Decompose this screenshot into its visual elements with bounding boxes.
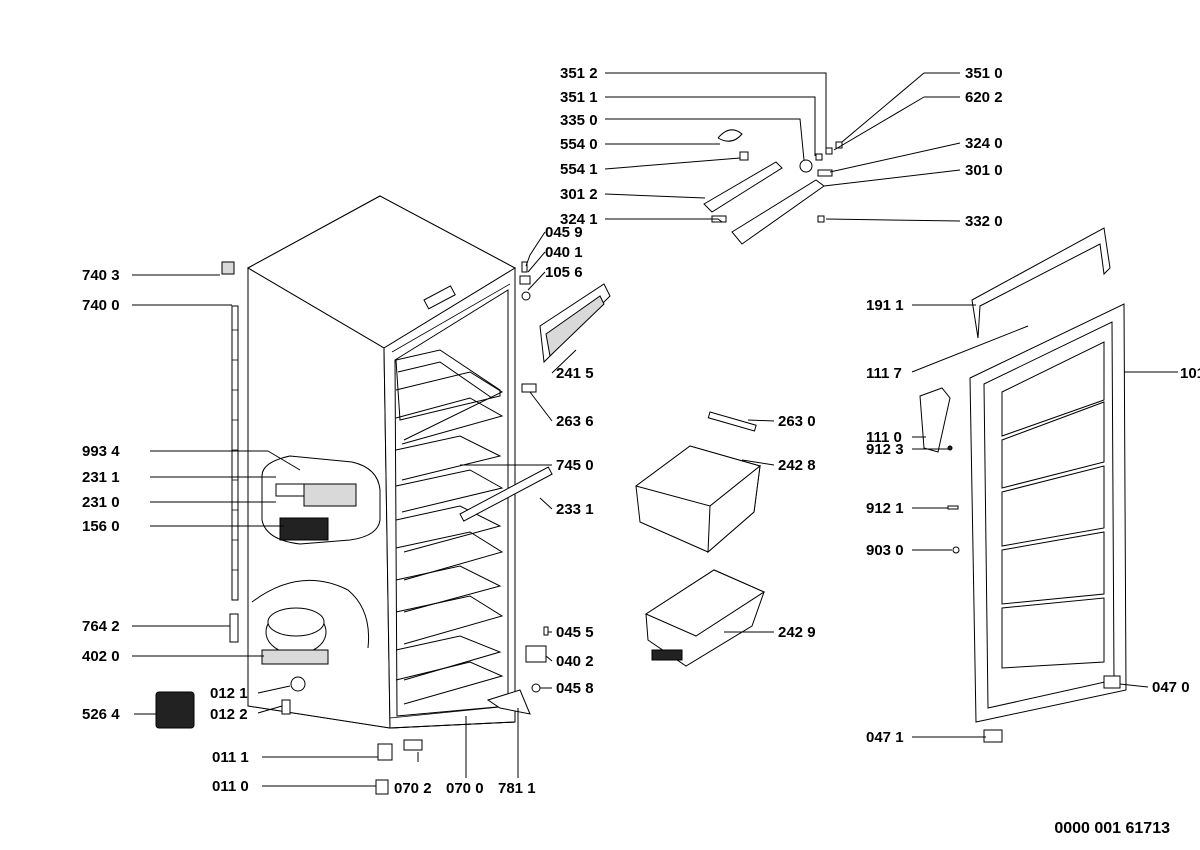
relay-box [155,691,195,729]
label-191-1: 191 1 [866,297,904,314]
label-554-0: 554 0 [560,136,598,153]
label-324-1: 324 1 [560,211,598,228]
label-011-1: 011 1 [212,749,249,766]
wire-shelves [395,349,504,705]
part-labels: 351 2 351 1 335 0 554 0 554 1 301 2 324 … [82,65,1200,797]
label-231-0: 231 0 [82,494,120,511]
label-045-5: 045 5 [556,624,594,641]
strip [403,739,423,751]
label-335-0: 335 0 [560,112,598,129]
label-554-1: 554 1 [560,161,598,178]
label-105-6: 105 6 [545,264,583,281]
control-panel [261,455,381,545]
door [969,227,1127,723]
leader-lines [132,72,1178,787]
document-code: 0000 001 61713 [1054,820,1170,837]
label-040-1: 040 1 [545,244,583,261]
label-764-2: 764 2 [82,618,120,635]
wheel-part [281,699,291,715]
label-045-8: 045 8 [556,680,594,697]
drawer-rail [707,411,757,432]
label-242-9: 242 9 [778,624,816,641]
lower-drawer [644,569,766,667]
label-351-0: 351 0 [965,65,1003,82]
label-011-0: 011 0 [212,778,249,795]
label-351-2: 351 2 [560,65,598,82]
label-263-0: 263 0 [778,413,816,430]
label-301-0: 301 0 [965,162,1003,179]
foot-plate [377,743,393,761]
screw [947,445,953,451]
condenser [221,261,239,643]
label-263-6: 263 6 [556,413,594,430]
upper-drawer [634,445,762,554]
door-side-handle [919,387,951,453]
label-781-1: 781 1 [498,780,536,797]
compressor-area [251,579,370,692]
label-740-0: 740 0 [82,297,120,314]
label-301-2: 301 2 [560,186,598,203]
screw-long [947,505,959,510]
label-526-4: 526 4 [82,706,120,723]
door-foot-right [1103,675,1121,689]
label-351-1: 351 1 [560,89,598,106]
label-740-3: 740 3 [82,267,120,284]
cabinet [246,195,517,729]
label-040-2: 040 2 [556,653,594,670]
foot [375,779,389,795]
label-332-0: 332 0 [965,213,1003,230]
label-993-4: 993 4 [82,443,120,460]
top-control-bar [703,129,843,245]
label-402-0: 402 0 [82,648,120,665]
label-047-0: 047 0 [1152,679,1190,696]
label-101-0: 101 0 [1180,365,1200,382]
label-912-1: 912 1 [866,500,904,517]
bottom-hinge [525,626,549,693]
label-242-8: 242 8 [778,457,816,474]
label-070-2: 070 2 [394,780,432,797]
label-111-0: 111 0 [866,429,902,446]
label-045-9: 045 9 [545,224,583,241]
shelf-rail [459,466,553,522]
label-745-0: 745 0 [556,457,594,474]
bracket [486,689,531,715]
label-012-1: 012 1 [210,685,248,702]
top-hinge [519,261,531,301]
stopper [952,546,960,554]
label-111-7: 111 7 [866,365,902,382]
label-324-0: 324 0 [965,135,1003,152]
door-handle [539,283,611,364]
label-903-0: 903 0 [866,542,904,559]
label-012-2: 012 2 [210,706,248,723]
label-241-5: 241 5 [556,365,594,382]
label-047-1: 047 1 [866,729,904,746]
label-070-0: 070 0 [446,780,484,797]
label-231-1: 231 1 [82,469,120,486]
label-620-2: 620 2 [965,89,1003,106]
door-foot-bottom [983,729,1003,743]
label-233-1: 233 1 [556,501,594,518]
clip [521,383,537,393]
label-912-3: 912 3 [866,441,904,458]
label-156-0: 156 0 [82,518,120,535]
